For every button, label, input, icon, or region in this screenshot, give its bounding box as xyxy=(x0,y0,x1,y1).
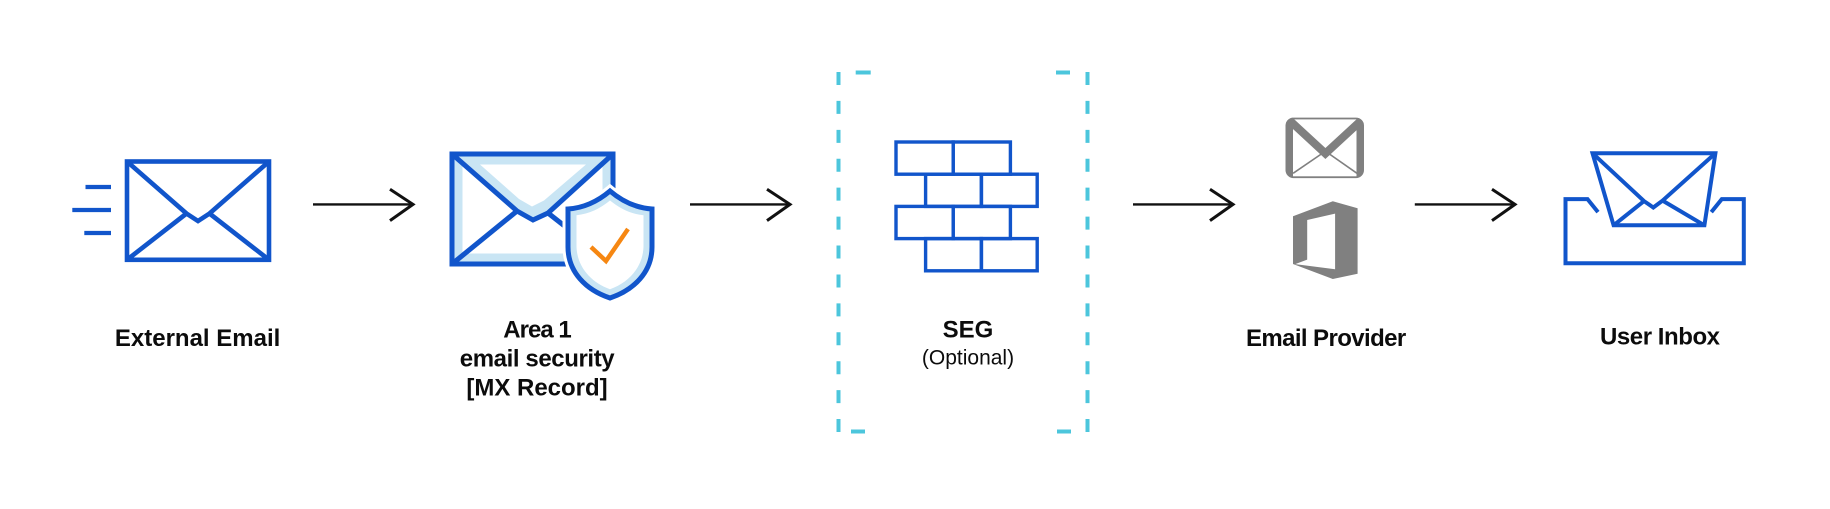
svg-text:SEG: SEG xyxy=(943,317,994,344)
svg-text:Area 1: Area 1 xyxy=(503,317,571,344)
svg-text:User Inbox: User Inbox xyxy=(1600,323,1721,350)
svg-text:[MX Record]: [MX Record] xyxy=(466,375,607,402)
svg-text:Email Provider: Email Provider xyxy=(1246,325,1406,352)
svg-text:email security: email security xyxy=(460,346,616,373)
svg-text:(Optional): (Optional) xyxy=(922,347,1014,370)
svg-text:External Email: External Email xyxy=(115,325,280,352)
